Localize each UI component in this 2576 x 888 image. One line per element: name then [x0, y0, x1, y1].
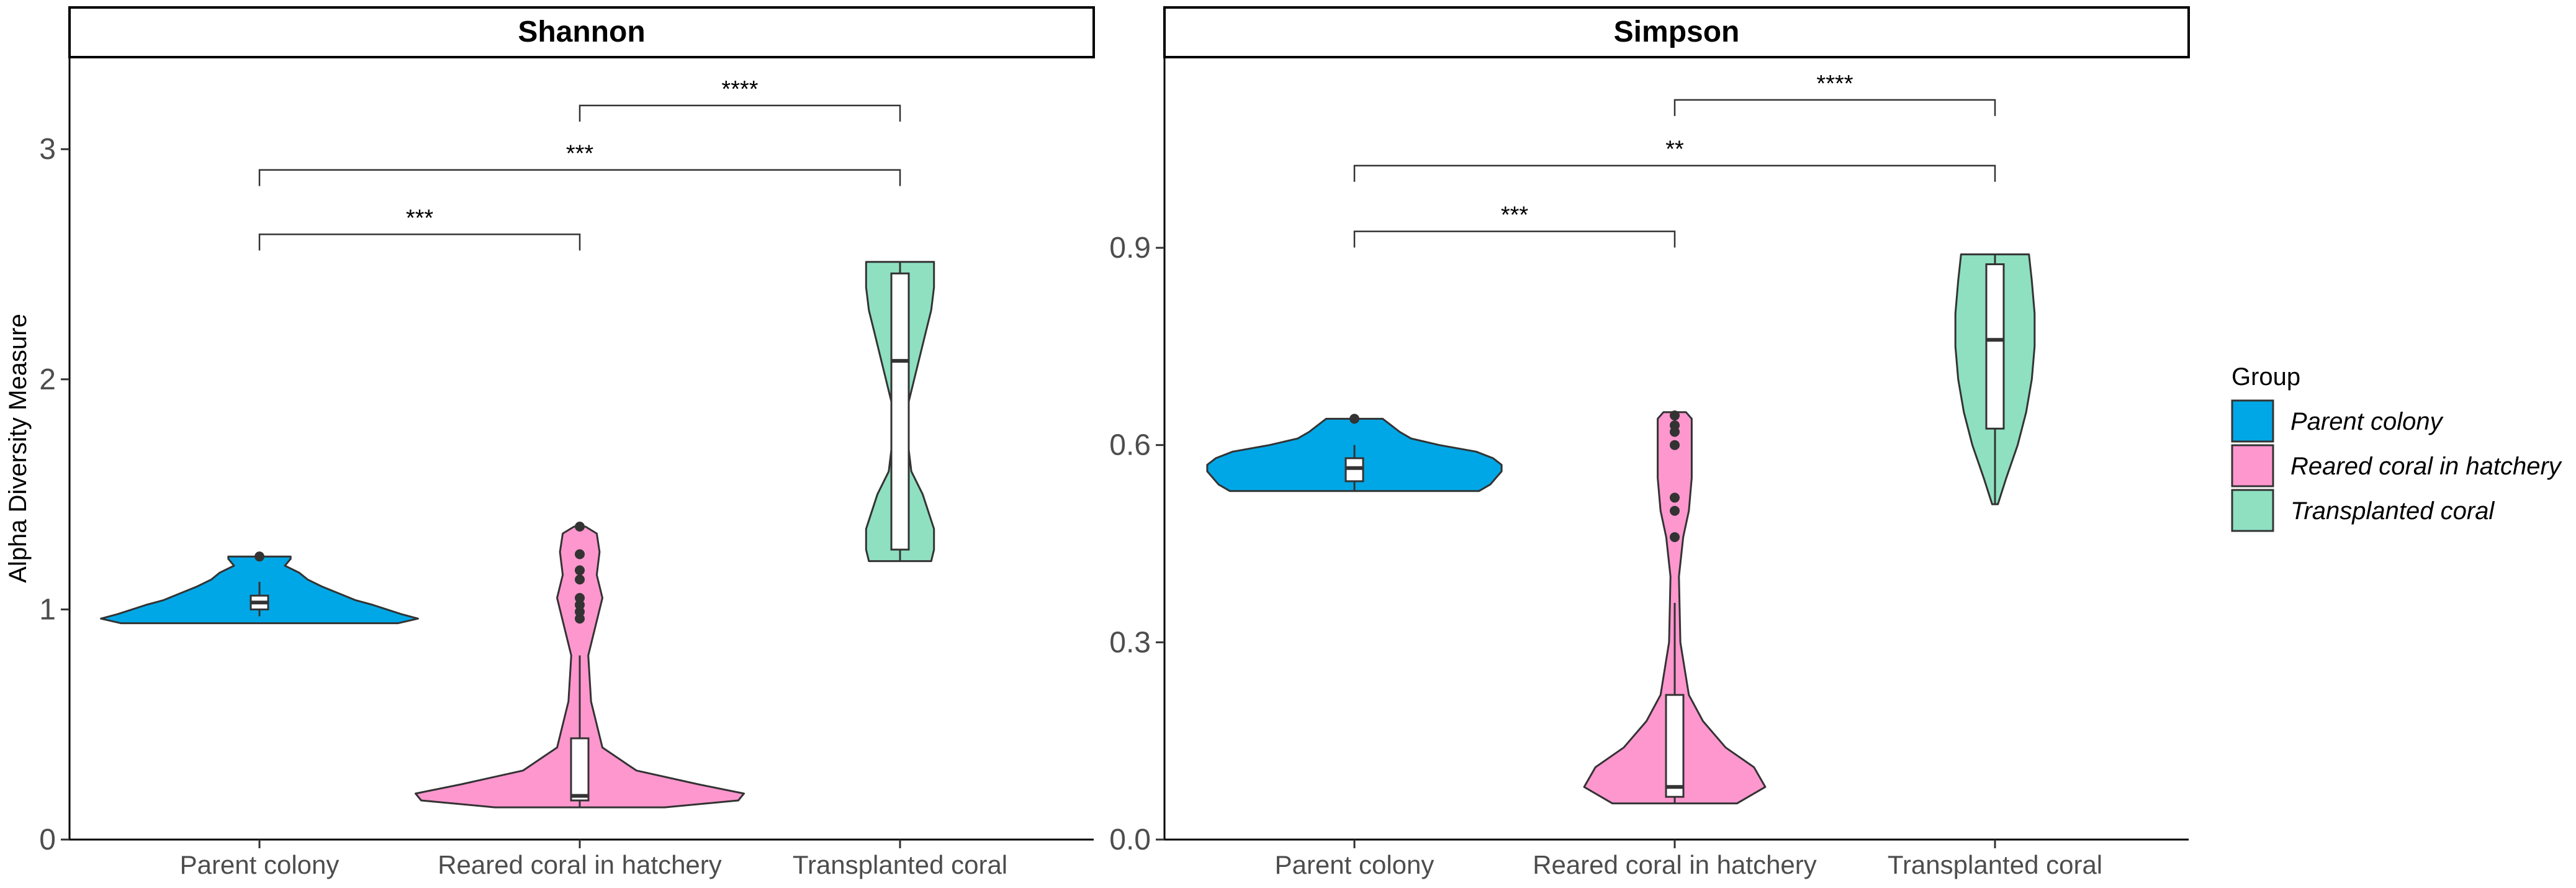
legend-label: Reared coral in hatchery — [2290, 453, 2563, 480]
y-tick-label: 0.6 — [1109, 429, 1151, 462]
outlier-point — [575, 549, 585, 560]
box — [890, 272, 910, 551]
significance-bracket — [579, 104, 901, 122]
legend-swatch — [2231, 489, 2274, 532]
outlier-point — [575, 607, 585, 617]
significance-bracket — [1353, 230, 1676, 248]
outlier-point — [575, 565, 585, 576]
box — [1985, 263, 2005, 430]
significance-label: *** — [406, 205, 434, 231]
y-tick-label: 0.0 — [1109, 823, 1151, 856]
x-tick-label: Reared coral in hatchery — [1533, 850, 1817, 879]
x-tick-label: Reared coral in hatchery — [438, 850, 722, 879]
legend-label: Parent colony — [2290, 408, 2444, 435]
outlier-point — [575, 600, 585, 610]
significance-label: **** — [721, 76, 758, 102]
y-tick-label: 1 — [39, 593, 56, 626]
legend-label: Transplanted coral — [2290, 497, 2495, 525]
outlier-point — [1670, 440, 1680, 450]
outlier-point — [1670, 420, 1680, 430]
outlier-point — [575, 574, 585, 585]
outlier-point — [254, 551, 264, 562]
significance-label: *** — [566, 141, 594, 167]
significance-label: ** — [1665, 137, 1684, 163]
box — [1665, 694, 1685, 798]
outlier-point — [1670, 505, 1680, 516]
x-tick-label: Transplanted coral — [1888, 850, 2102, 879]
outlier-point — [1349, 414, 1359, 424]
significance-bracket — [1673, 99, 1996, 116]
y-tick-label: 0 — [39, 823, 56, 856]
significance-label: *** — [1501, 202, 1529, 229]
outlier-point — [1670, 492, 1680, 503]
legend-title: Group — [2231, 363, 2300, 391]
significance-bracket — [258, 169, 901, 186]
x-tick-label: Transplanted coral — [793, 850, 1007, 879]
y-tick-label: 0.3 — [1109, 626, 1151, 659]
significance-label: **** — [1816, 71, 1853, 97]
significance-bracket — [258, 233, 581, 251]
significance-bracket — [1353, 165, 1996, 182]
x-tick-label: Parent colony — [180, 850, 340, 879]
y-tick-label: 3 — [39, 133, 56, 166]
outlier-point — [1670, 532, 1680, 542]
legend-swatch — [2231, 399, 2274, 443]
box — [570, 737, 590, 802]
facet-title: Simpson — [1614, 16, 1740, 48]
outlier-point — [575, 592, 585, 603]
outlier-point — [575, 614, 585, 624]
y-tick-label: 0.9 — [1109, 232, 1151, 265]
outlier-point — [1670, 410, 1680, 421]
x-tick-label: Parent colony — [1275, 850, 1434, 879]
facet-title: Shannon — [518, 16, 645, 48]
facet-strip — [68, 6, 1095, 58]
facet-strip — [1163, 6, 2190, 58]
y-tick-label: 2 — [39, 363, 56, 396]
outlier-point — [575, 522, 585, 532]
y-axis-label: Alpha Diversity Measure — [4, 314, 32, 583]
legend-swatch — [2231, 444, 2274, 487]
